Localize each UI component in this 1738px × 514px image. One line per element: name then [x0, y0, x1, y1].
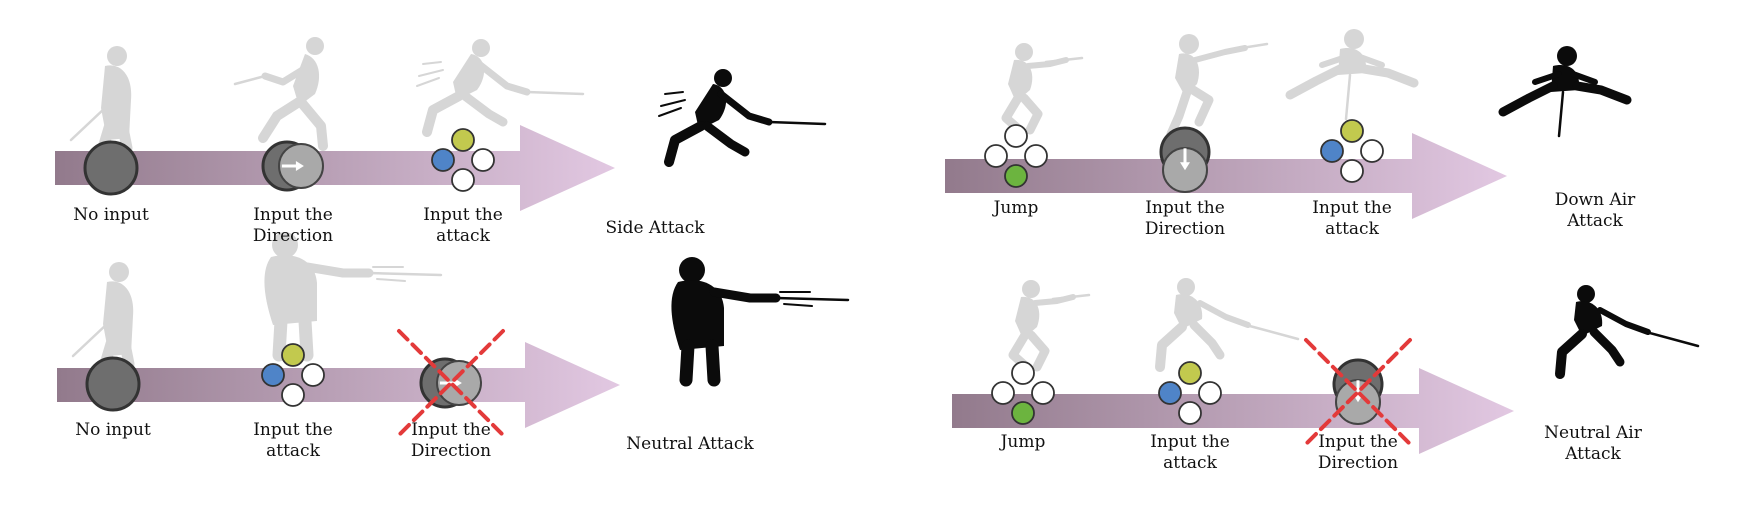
step-1-input [984, 124, 1048, 188]
ghost-leap-figure [1166, 34, 1269, 139]
step-2-input [261, 343, 325, 407]
result-thrust-figure [671, 257, 850, 387]
button-left [984, 144, 1008, 168]
button-right [1198, 381, 1222, 405]
step-1-label: Jump [993, 198, 1039, 218]
step-3-input [431, 128, 495, 192]
step-3-input [1332, 358, 1384, 425]
sequence-arrow [57, 342, 620, 428]
button-bottom [1340, 159, 1364, 183]
result-lunge-figure [658, 69, 827, 167]
step-3-label: Input the Direction [1317, 432, 1399, 473]
step-1-label: No input [75, 420, 151, 440]
step-1-input [85, 356, 141, 412]
button-bottom [1004, 164, 1028, 188]
ghost-idle-figure [69, 46, 133, 154]
step-3-label: Input the attack [423, 205, 503, 246]
button-top [1011, 361, 1035, 385]
step-2-input [261, 140, 324, 192]
step-3-input [1320, 119, 1384, 183]
step-3-label: Input the Direction [410, 420, 492, 461]
result-label: Down Air Attack [1554, 190, 1636, 231]
button-left [431, 148, 455, 172]
sequence-arrow [55, 125, 615, 211]
ghost-lunge-figure [416, 39, 585, 137]
button-right [301, 363, 325, 387]
step-2-label: Input the Direction [1144, 198, 1226, 239]
step-2-input [1159, 126, 1211, 193]
button-left [991, 381, 1015, 405]
cancel-cross-icon [397, 329, 505, 437]
result-crouch-figure [1555, 285, 1700, 379]
step-3-label: Input the attack [1312, 198, 1392, 239]
button-bottom [1178, 401, 1202, 425]
button-right [1031, 381, 1055, 405]
result-label: Neutral Attack [626, 434, 754, 454]
step-2-label: Input the Direction [252, 205, 334, 246]
step-2-label: Input the attack [1150, 432, 1230, 473]
ghost-jump-figure [1001, 43, 1084, 137]
button-bottom [1011, 401, 1035, 425]
button-right [1360, 139, 1384, 163]
button-bottom [451, 168, 475, 192]
sequence-arrow [952, 368, 1514, 454]
cancel-cross-icon [1304, 338, 1412, 446]
button-left [261, 363, 285, 387]
button-top [1004, 124, 1028, 148]
button-left [1320, 139, 1344, 163]
result-label: Side Attack [605, 218, 705, 238]
step-1-input [83, 140, 139, 196]
step-1-label: No input [73, 205, 149, 225]
sequence-arrow [945, 133, 1507, 219]
step-1-input [991, 361, 1055, 425]
button-top [281, 343, 305, 367]
ghost-idle-figure [71, 262, 135, 370]
step-3-input [419, 357, 482, 409]
ghost-jump-figure [1008, 280, 1091, 374]
step-2-input [1158, 361, 1222, 425]
step-2-label: Input the attack [253, 420, 333, 461]
button-top [1178, 361, 1202, 385]
button-right [1024, 144, 1048, 168]
button-right [471, 148, 495, 172]
ghost-splits-figure [1285, 29, 1419, 121]
button-left [1158, 381, 1182, 405]
button-bottom [281, 383, 305, 407]
result-splits-figure [1498, 46, 1632, 138]
button-top [451, 128, 475, 152]
step-1-label: Jump [1000, 432, 1046, 452]
ghost-crouch-figure [1155, 278, 1300, 372]
ghost-run-figure [233, 37, 328, 151]
button-top [1340, 119, 1364, 143]
ghost-thrust-figure [264, 232, 443, 362]
result-label: Neutral Air Attack [1544, 423, 1642, 464]
